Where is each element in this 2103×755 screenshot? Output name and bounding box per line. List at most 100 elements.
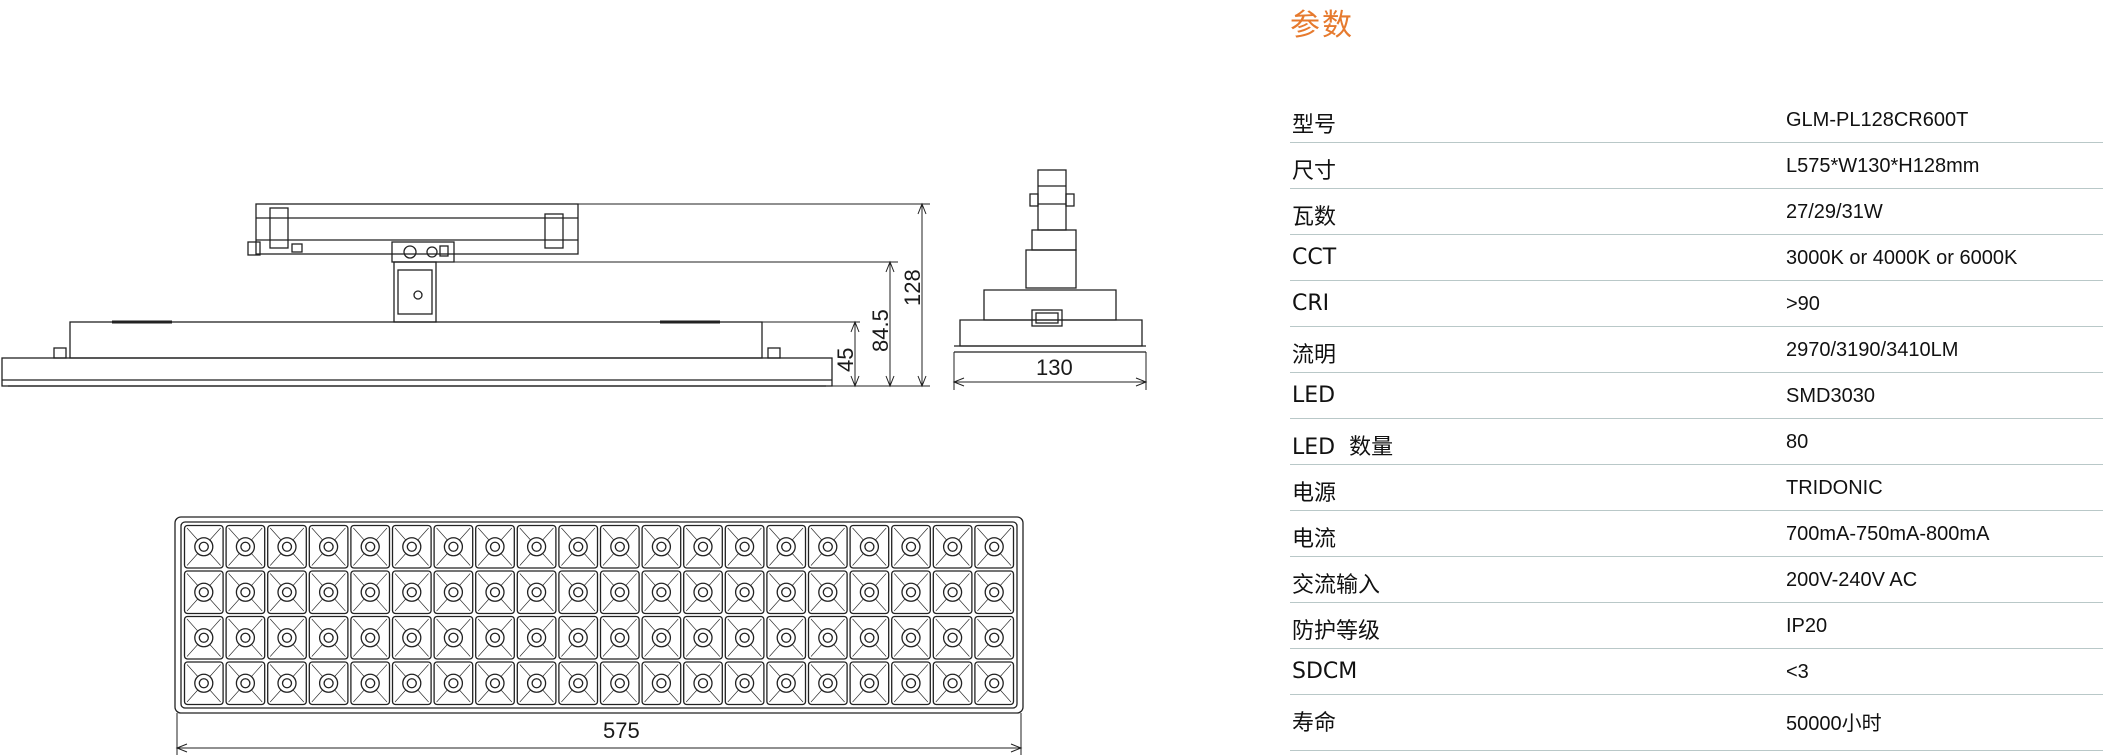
spec-value: 2970/3190/3410LM [1786,339,1959,361]
dim-length: 575 [603,718,640,743]
led-cell [599,524,640,569]
led-cell [516,524,557,569]
bottom-view [174,516,1024,755]
led-cell [225,524,266,569]
led-cell [225,570,266,615]
led-cell [849,524,890,569]
led-cell [183,524,224,569]
led-cell [350,661,391,706]
spec-value: >90 [1786,293,1820,315]
led-cell [433,570,474,615]
led-cell [391,524,432,569]
led-cell [475,661,515,706]
spec-value: 27/29/31W [1786,201,1883,223]
led-cell [807,661,848,706]
led-cell [974,615,1015,660]
led-cell [766,615,807,660]
spec-value: <3 [1786,661,1809,683]
led-cell [267,570,307,615]
led-cell [891,524,931,569]
spec-row: CCT 3000K or 4000K or 6000K [1290,235,2103,281]
led-cell [641,524,682,569]
end-view [952,169,1148,390]
led-cell [350,615,391,660]
led-cell [433,524,474,569]
led-cell [558,615,599,660]
spec-value: TRIDONIC [1786,477,1883,499]
led-cell [267,615,307,660]
led-grid [183,524,1015,706]
spec-value: IP20 [1786,615,1828,637]
spec-key: CCT [1292,245,1337,270]
dim-width: 130 [1036,355,1073,380]
led-cell [267,661,307,706]
led-cell [475,615,515,660]
spec-key: 防护等级 [1292,619,1381,644]
spec-key: CRI [1292,291,1330,316]
led-cell [849,615,890,660]
led-cell [308,570,349,615]
spec-row: CRI >90 [1290,281,2103,327]
led-cell [932,661,973,706]
led-cell [599,570,640,615]
side-view [1,202,930,388]
led-cell [683,524,723,569]
led-cell [599,661,640,706]
spec-value: L575*W130*H128mm [1786,155,1980,177]
led-cell [641,661,682,706]
spec-value: SMD3030 [1786,385,1875,407]
led-cell [433,615,474,660]
spec-value: 50000小时 [1786,713,1882,735]
led-cell [766,570,807,615]
spec-heading: 参数 [1290,8,1354,43]
spec-key: LED 数量 [1292,435,1394,460]
led-cell [183,570,224,615]
led-cell [891,570,931,615]
led-cell [766,661,807,706]
spec-key: 瓦数 [1292,205,1337,230]
led-cell [683,615,723,660]
spec-row: SDCM<3 [1290,649,2103,695]
led-cell [766,524,807,569]
led-cell [974,661,1015,706]
led-cell [641,570,682,615]
led-cell [807,570,848,615]
led-cell [475,524,515,569]
led-cell [891,661,931,706]
led-cell [391,615,432,660]
spec-row: 电源 TRIDONIC [1290,465,2103,511]
spec-row: 瓦数 27/29/31W [1290,189,2103,235]
led-cell [225,615,266,660]
led-cell [974,570,1015,615]
spec-key: 电流 [1292,527,1337,552]
led-cell [891,615,931,660]
led-cell [350,524,391,569]
led-cell [683,661,723,706]
led-cell [516,661,557,706]
led-cell [974,524,1015,569]
led-cell [350,570,391,615]
led-cell [558,570,599,615]
led-cell [807,524,848,569]
led-cell [183,661,224,706]
led-cell [683,570,723,615]
spec-key: 型号 [1292,113,1337,138]
led-cell [433,661,474,706]
led-cell [558,524,599,569]
led-cell [724,615,765,660]
led-cell [724,661,765,706]
led-cell [724,570,765,615]
spec-value: 3000K or 4000K or 6000K [1786,247,2018,269]
led-cell [308,615,349,660]
spec-key: 电源 [1292,481,1337,506]
led-cell [849,661,890,706]
led-cell [516,615,557,660]
led-cell [807,615,848,660]
led-cell [308,524,349,569]
